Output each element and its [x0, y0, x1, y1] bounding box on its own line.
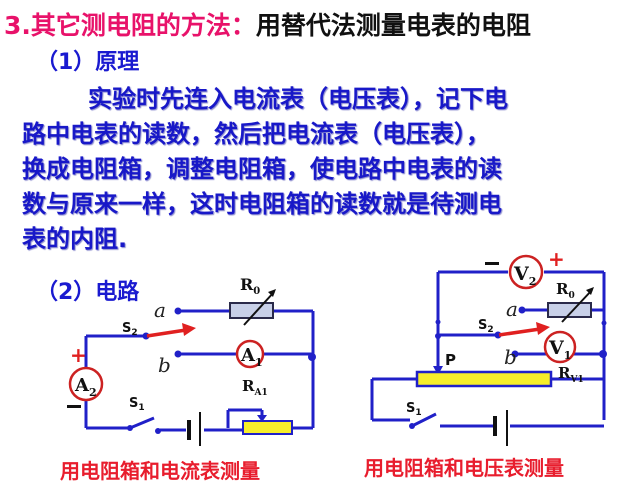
- minus-sign: [67, 405, 81, 408]
- switch-s2-arrow: [498, 327, 541, 337]
- left-circuit-caption: 用电阻箱和电流表测量: [60, 459, 260, 483]
- s2-label: S2: [122, 321, 138, 338]
- rv1-label: RV1: [558, 364, 584, 385]
- paragraph-line: 换成电阻箱，调整电阻箱，使电路中电表的读: [22, 155, 502, 183]
- principle-paragraph: 实验时先连入电流表（电压表），记下电 路中电表的读数，然后把电流表（电压表）， …: [22, 82, 632, 257]
- rheostat: [415, 370, 553, 388]
- terminal-a-label: a: [506, 297, 518, 321]
- ammeter-circuit-diagram: A1 A2 R0 RA1 a b S2 S1 +: [67, 275, 316, 446]
- plus-sign: +: [548, 247, 565, 271]
- s1-label: S1: [406, 401, 422, 418]
- rheostat: [242, 420, 293, 435]
- paragraph-line: 数与原来一样，这时电阻箱的读数就是待测电: [22, 190, 502, 218]
- slide-title: 3.其它测电阻的方法：用替代法测量电表的电阻: [4, 6, 531, 42]
- title-prefix: 3.其它测电阻的方法：: [4, 11, 256, 40]
- switch-s2-arrow: [146, 328, 187, 338]
- slider-p-label: P: [445, 351, 456, 369]
- ra1-label: RA1: [242, 377, 268, 398]
- terminal-b-label: b: [158, 353, 171, 377]
- v1-label: V1: [548, 337, 571, 362]
- voltmeter-v1: [543, 330, 577, 364]
- terminal-a-label: a: [154, 298, 166, 322]
- s1-label: S1: [129, 396, 145, 413]
- voltmeter-v2: [508, 254, 544, 290]
- plus-sign: +: [70, 343, 87, 367]
- switch-s1: [411, 412, 437, 428]
- section-principle-heading: （1）原理: [36, 50, 140, 75]
- voltmeter-circuit-diagram: V1 V2 R0 RV1 a b P S2 S1 +: [370, 247, 607, 446]
- right-circuit-caption: 用电阻箱和电压表测量: [364, 456, 564, 480]
- a2-label: A2: [74, 375, 97, 399]
- a1-label: A1: [240, 345, 263, 369]
- paragraph-line: 路中电表的读数，然后把电流表（电压表），: [22, 120, 490, 148]
- ammeter-a2: [68, 366, 104, 402]
- section-circuit-heading: （2）电路: [36, 280, 140, 305]
- paragraph-line: 表的内阻.: [22, 225, 128, 253]
- v2-label: V2: [513, 263, 536, 288]
- r0-label: R0: [556, 280, 575, 301]
- ammeter-a1: [235, 339, 265, 369]
- minus-sign: [485, 262, 499, 265]
- paragraph-line: 实验时先连入电流表（电压表），记下电: [88, 85, 508, 113]
- resistance-box-r0: [547, 302, 592, 318]
- switch-s1: [129, 416, 155, 430]
- s2-label: S2: [478, 318, 494, 335]
- terminal-b-label: b: [504, 345, 517, 369]
- title-main: 用替代法测量电表的电阻: [255, 11, 531, 40]
- r0-label: R0: [240, 275, 260, 297]
